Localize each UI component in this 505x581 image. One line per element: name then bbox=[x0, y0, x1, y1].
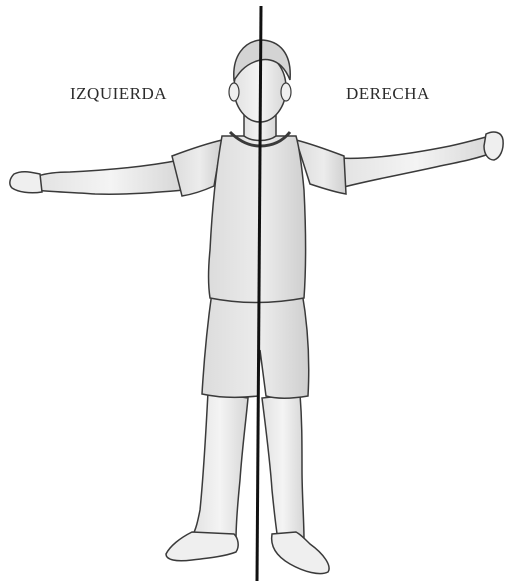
left-leg bbox=[192, 392, 248, 540]
shorts bbox=[202, 292, 309, 398]
legs bbox=[166, 392, 329, 574]
right-leg bbox=[262, 394, 304, 540]
left-hand bbox=[10, 172, 42, 193]
left-ear bbox=[229, 83, 239, 101]
right-side-label: DERECHA bbox=[346, 84, 430, 104]
right-forearm bbox=[338, 136, 494, 188]
right-hand bbox=[484, 132, 503, 160]
right-arm bbox=[338, 132, 503, 188]
shirt-body bbox=[209, 136, 306, 303]
left-forearm bbox=[36, 160, 185, 194]
left-arm bbox=[10, 160, 185, 194]
right-foot bbox=[272, 532, 329, 574]
left-side-label: IZQUIERDA bbox=[70, 84, 167, 104]
right-ear bbox=[281, 83, 291, 101]
left-foot bbox=[166, 532, 238, 561]
